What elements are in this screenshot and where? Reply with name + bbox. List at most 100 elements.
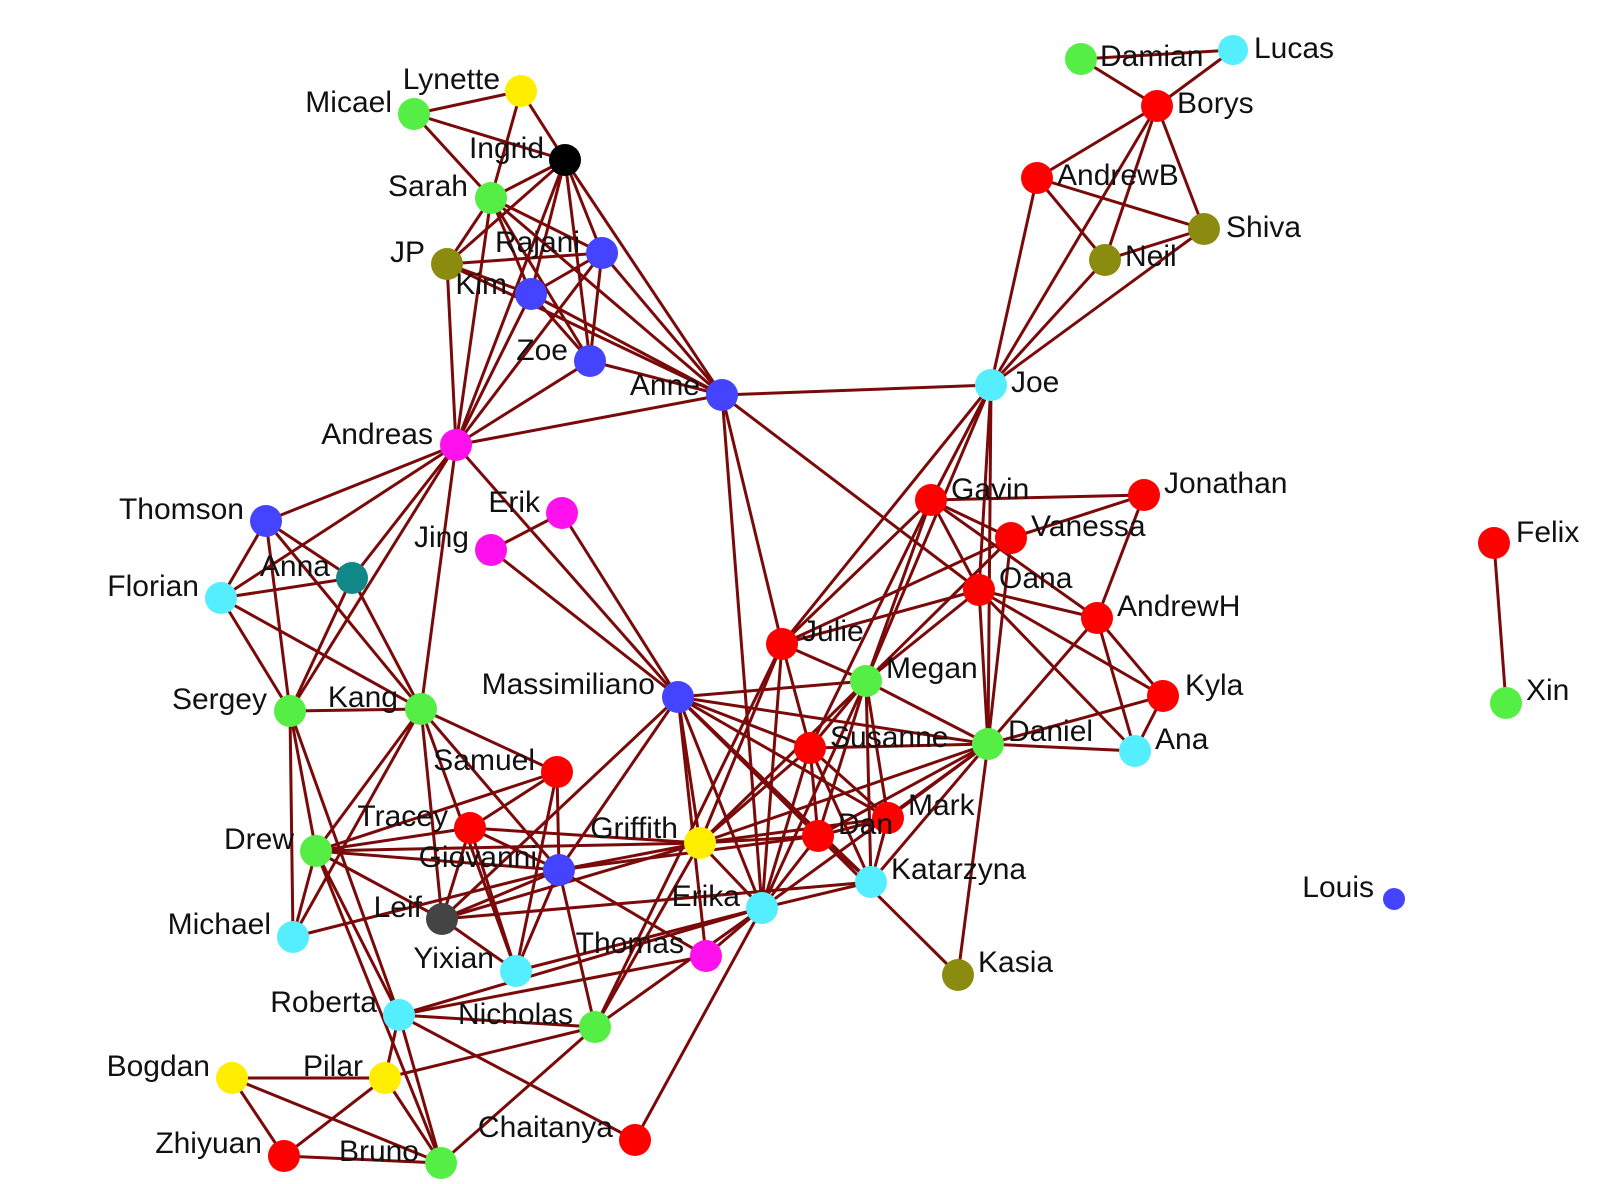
node-bogdan bbox=[216, 1062, 248, 1094]
node-ana bbox=[1119, 735, 1151, 767]
edge-julie-susanne bbox=[780, 643, 812, 749]
edge-kyla-daniel bbox=[987, 694, 1164, 746]
edge-gavin-oana bbox=[929, 499, 981, 591]
node-massimiliano bbox=[662, 681, 694, 713]
node-label-samuel: Samuel bbox=[433, 744, 535, 777]
edge-giovanni-michael bbox=[292, 868, 560, 939]
node-anna bbox=[336, 562, 368, 594]
node-andreas bbox=[440, 429, 472, 461]
edge-rajani-zoe bbox=[588, 252, 604, 362]
node-susanne bbox=[794, 732, 826, 764]
node-label-lucas: Lucas bbox=[1254, 32, 1334, 65]
edge-daniel-dan bbox=[817, 742, 989, 838]
edge-megan-katarzyna bbox=[864, 680, 873, 883]
edge-daniel-kasia bbox=[956, 743, 990, 976]
node-label-thomson: Thomson bbox=[119, 493, 244, 526]
node-giovanni bbox=[543, 854, 575, 886]
edge-pilar-bruno bbox=[383, 1077, 443, 1164]
edge-gavin-andrewh bbox=[930, 498, 1098, 620]
edge-andrewh-ana bbox=[1095, 617, 1137, 752]
edge-gavin-julie bbox=[780, 498, 933, 646]
edge-massimiliano-leif bbox=[440, 695, 680, 921]
node-zoe bbox=[574, 345, 606, 377]
node-thomson bbox=[250, 505, 282, 537]
edge-kim-andreas bbox=[454, 293, 533, 446]
edge-erik-massimiliano bbox=[560, 512, 680, 698]
edge-anna-sergey bbox=[288, 577, 354, 712]
edge-felix-xin bbox=[1492, 542, 1508, 704]
edge-daniel-katarzyna bbox=[869, 743, 990, 883]
edge-oana-kyla bbox=[978, 588, 1164, 698]
edge-jp-andreas bbox=[445, 263, 458, 446]
node-label-leif: Leif bbox=[374, 891, 423, 924]
node-label-ana: Ana bbox=[1155, 723, 1209, 756]
node-jonathan bbox=[1128, 479, 1160, 511]
node-anne bbox=[706, 379, 738, 411]
node-louis bbox=[1383, 888, 1405, 910]
edge-ingrid-zoe bbox=[563, 159, 592, 362]
edge-giovanni-nicholas bbox=[557, 869, 597, 1028]
node-label-kasia: Kasia bbox=[978, 946, 1053, 979]
edge-griffith-drew bbox=[315, 841, 701, 853]
edge-micael-ingrid bbox=[413, 112, 566, 162]
node-label-sarah: Sarah bbox=[388, 170, 468, 203]
node-gavin bbox=[915, 484, 947, 516]
node-pilar bbox=[369, 1062, 401, 1094]
edge-damian-lucas bbox=[1080, 48, 1234, 61]
edge-sarah-andreas bbox=[454, 197, 493, 446]
node-label-florian: Florian bbox=[107, 570, 199, 603]
edge-samuel-tracey bbox=[469, 770, 558, 830]
node-label-kang: Kang bbox=[328, 681, 398, 714]
node-neil bbox=[1089, 244, 1121, 276]
edge-drew-roberta bbox=[314, 850, 401, 1016]
edge-giovanni-thomas bbox=[558, 868, 707, 958]
node-sarah bbox=[475, 182, 507, 214]
edge-zoe-anne bbox=[589, 359, 723, 397]
edge-rajani-andreas bbox=[454, 252, 604, 446]
edge-neil-shiva bbox=[1104, 227, 1205, 262]
node-label-massimiliano: Massimiliano bbox=[482, 668, 655, 701]
node-label-andrewb: AndrewB bbox=[1057, 159, 1179, 192]
node-label-andreas: Andreas bbox=[321, 418, 433, 451]
node-label-griffith: Griffith bbox=[590, 812, 678, 845]
node-kim bbox=[515, 278, 547, 310]
edge-giovanni-leif bbox=[441, 868, 560, 921]
node-label-daniel: Daniel bbox=[1008, 715, 1093, 748]
edge-oana-julie bbox=[781, 588, 980, 646]
edge-ingrid-anne bbox=[563, 159, 724, 396]
node-label-felix: Felix bbox=[1516, 516, 1579, 549]
edge-roberta-bruno bbox=[397, 1014, 443, 1164]
node-label-bogdan: Bogdan bbox=[107, 1050, 210, 1083]
node-dan bbox=[802, 820, 834, 852]
edge-jonathan-vanessa bbox=[1010, 493, 1145, 540]
edge-thomson-anna bbox=[265, 519, 353, 580]
edge-sarah-rajani bbox=[490, 196, 603, 255]
node-label-sergey: Sergey bbox=[172, 683, 267, 716]
edge-jing-massimiliano bbox=[490, 548, 679, 699]
node-erika bbox=[746, 892, 778, 924]
edge-borys-shiva bbox=[1155, 105, 1206, 230]
edge-daniel-megan bbox=[865, 679, 989, 746]
edge-daniel-ana bbox=[987, 742, 1136, 753]
edge-borys-andrewb bbox=[1036, 104, 1158, 180]
node-borys bbox=[1141, 90, 1173, 122]
edge-gavin-jonathan bbox=[930, 493, 1145, 502]
node-leif bbox=[426, 903, 458, 935]
node-joe bbox=[975, 369, 1007, 401]
edge-anne-joe bbox=[721, 383, 992, 397]
node-xin bbox=[1490, 687, 1522, 719]
edge-neil-joe bbox=[989, 258, 1107, 387]
edge-layer bbox=[219, 48, 1508, 1165]
edge-andreas-massimiliano bbox=[454, 444, 680, 698]
node-chaitanya bbox=[619, 1124, 651, 1156]
edge-borys-neil bbox=[1103, 105, 1159, 261]
edge-giovanni-yixian bbox=[514, 869, 561, 972]
node-daniel bbox=[972, 728, 1004, 760]
edge-thomson-sergey bbox=[264, 520, 292, 712]
edge-megan-griffith bbox=[698, 679, 868, 845]
edge-andrewb-joe bbox=[989, 177, 1039, 386]
node-label-jp: JP bbox=[390, 236, 425, 269]
edge-gavin-susanne bbox=[808, 499, 933, 749]
edge-susanne-mark bbox=[808, 746, 890, 820]
node-griffith bbox=[684, 827, 716, 859]
